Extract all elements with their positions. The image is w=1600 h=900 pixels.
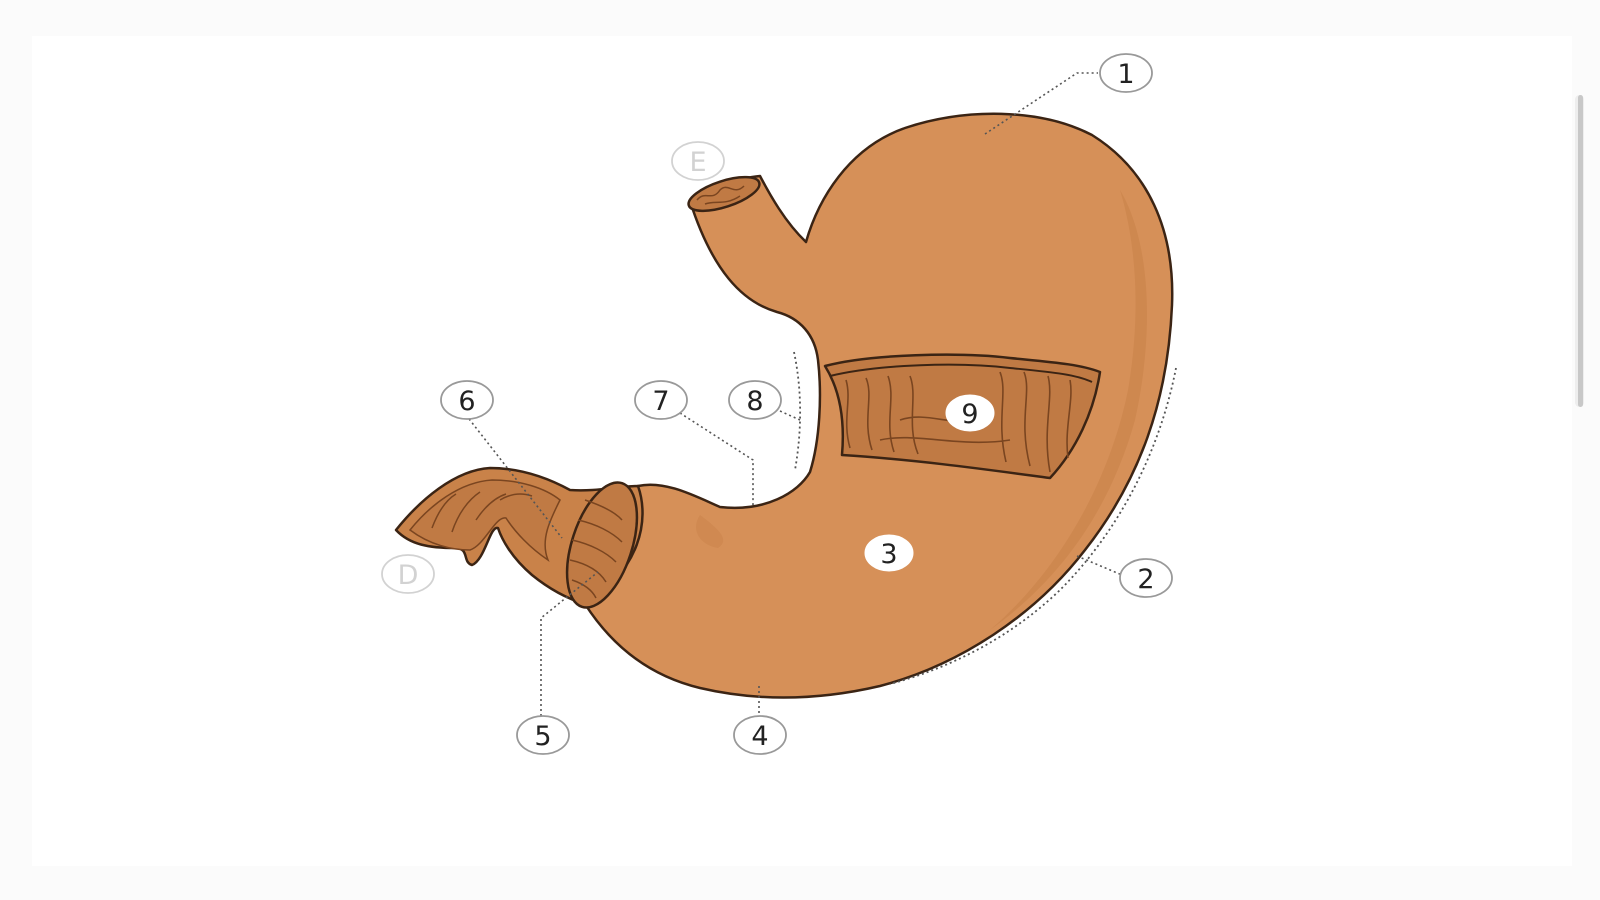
scrollbar-thumb[interactable] [1578, 95, 1583, 407]
content-panel [32, 36, 1572, 866]
leader-6 [465, 414, 563, 539]
label-5: 5 [516, 715, 570, 755]
mucosa-folds [845, 371, 1072, 473]
leader-8 [779, 410, 801, 421]
leader-2 [1076, 555, 1123, 576]
label-D-text: D [398, 560, 419, 591]
esophagus-opening [687, 175, 761, 213]
label-D: D [381, 554, 435, 594]
label-9: 9 [945, 394, 995, 432]
label-3: 3 [864, 534, 914, 572]
label-3-text: 3 [880, 539, 897, 570]
label-E: E [671, 141, 725, 181]
label-2: 2 [1119, 558, 1173, 598]
leader-1 [984, 72, 1098, 135]
duodenum-folds [431, 491, 533, 533]
stomach-shade [990, 190, 1147, 630]
label-7-text: 7 [652, 386, 669, 417]
label-E-text: E [689, 147, 706, 178]
label-4-text: 4 [751, 721, 768, 752]
label-6-text: 6 [458, 386, 475, 417]
label-1: 1 [1099, 53, 1153, 93]
label-6: 6 [440, 380, 494, 420]
pylorus-section [565, 481, 639, 609]
label-4: 4 [733, 715, 787, 755]
label-1-text: 1 [1117, 59, 1134, 90]
esophagus-folds [696, 185, 745, 205]
label-7: 7 [634, 380, 688, 420]
label-8-text: 8 [746, 386, 763, 417]
leader-7 [679, 412, 754, 508]
label-2-text: 2 [1137, 564, 1154, 595]
leader-5 [540, 571, 599, 716]
pylorus-folds [569, 499, 623, 599]
lesser-curvature-bracket [793, 351, 802, 471]
label-8: 8 [728, 380, 782, 420]
label-5-text: 5 [534, 721, 551, 752]
stomach-shade-lower [696, 515, 724, 548]
leader-lines [465, 72, 1123, 718]
label-9-text: 9 [961, 399, 978, 430]
mucosa-window-rim [829, 363, 1093, 383]
